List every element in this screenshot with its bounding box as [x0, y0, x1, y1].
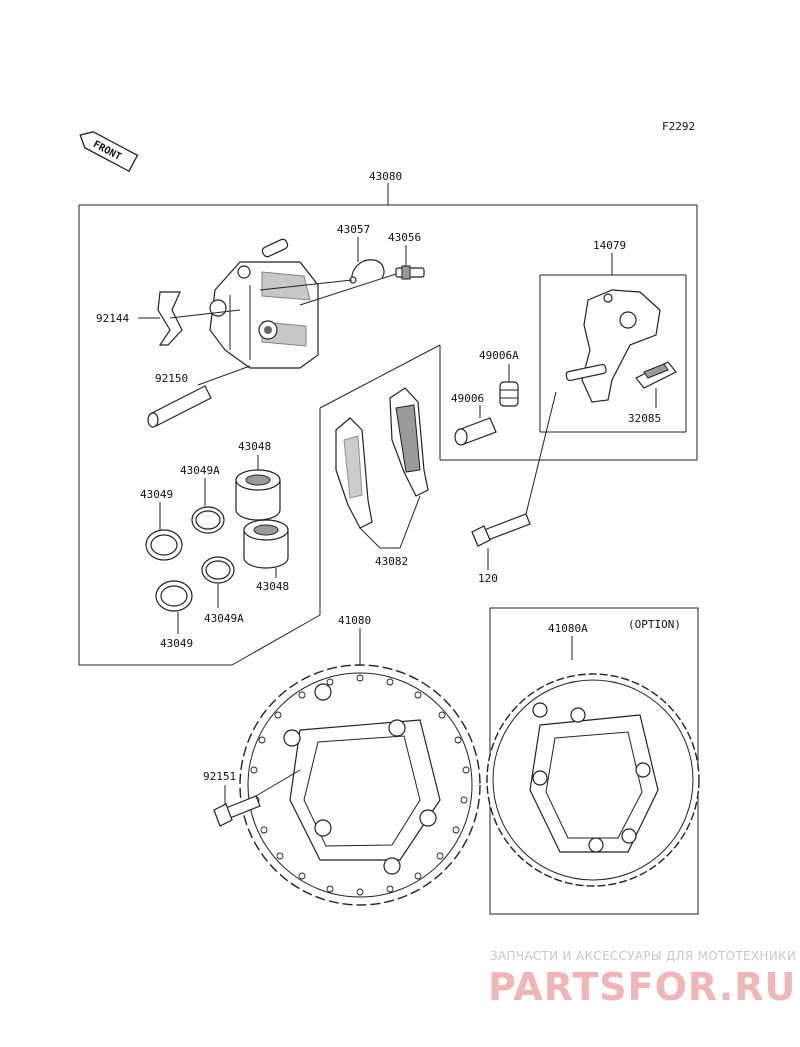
piston-upper: [235, 469, 281, 521]
callout-41080: 41080: [338, 614, 371, 627]
watermark-logo: PARTSFOR.RU: [488, 965, 796, 1009]
option-label: (OPTION): [628, 618, 681, 631]
callout-32085: 32085: [628, 412, 661, 425]
assembly-bracket-43080: [78, 183, 698, 666]
part-92150-pin: [147, 385, 212, 428]
bracket-box-14079: [539, 253, 687, 433]
seal-43049a-upper: [191, 506, 225, 534]
part-92151-bolt: [213, 795, 261, 827]
seal-43049-lower: [155, 580, 193, 612]
callout-43049-upper: 43049: [140, 488, 173, 501]
part-14079-bracket: [565, 289, 661, 403]
watermark-tagline: ЗАПЧАСТИ И АКСЕССУАРЫ ДЛЯ МОТОТЕХНИКИ: [490, 949, 796, 963]
part-49006a-boot: [499, 381, 519, 407]
figure-code: F2292: [662, 120, 695, 133]
callout-49006: 49006: [451, 392, 484, 405]
caliper-body: [209, 238, 319, 369]
callout-41080a: 41080A: [548, 622, 588, 635]
disc-41080a-option: [486, 673, 700, 887]
callout-43057: 43057: [337, 223, 370, 236]
disc-41080-wave: [239, 664, 481, 906]
callout-43056: 43056: [388, 231, 421, 244]
callout-43080: 43080: [369, 170, 402, 183]
callout-43082: 43082: [375, 555, 408, 568]
callout-92151: 92151: [203, 770, 236, 783]
callout-49006a: 49006A: [479, 349, 519, 362]
front-direction-arrow: FRONT: [79, 131, 139, 173]
brake-pad-outer: [389, 387, 429, 497]
part-32085-clip: [635, 361, 677, 389]
callout-92144: 92144: [96, 312, 129, 325]
part-92144-pad-spring: [157, 291, 183, 346]
piston-lower: [243, 519, 289, 569]
callout-43049a-lower: 43049A: [204, 612, 244, 625]
callout-43049-lower: 43049: [160, 637, 193, 650]
part-120-bolt: [471, 513, 531, 547]
callout-92150: 92150: [155, 372, 188, 385]
seal-43049a-lower: [201, 556, 235, 584]
callout-43049a-upper: 43049A: [180, 464, 220, 477]
brake-pad-inner: [335, 417, 373, 529]
part-49006-pin: [454, 417, 497, 446]
seal-43049-upper: [145, 529, 183, 561]
callout-43048-upper: 43048: [238, 440, 271, 453]
callout-43048-lower: 43048: [256, 580, 289, 593]
part-43057-clip: [349, 259, 385, 284]
callout-14079: 14079: [593, 239, 626, 252]
part-43056-bleeder: [395, 265, 425, 280]
callout-120: 120: [478, 572, 498, 585]
